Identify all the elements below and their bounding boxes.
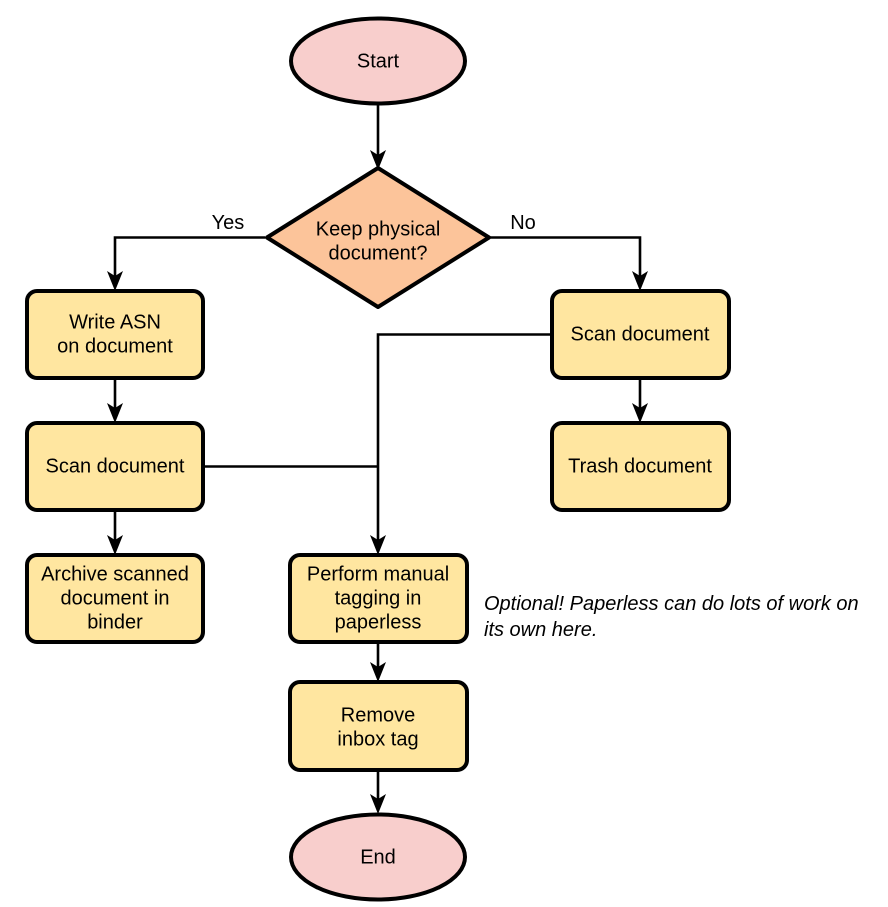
edge-scan-right-to-manual-tagging <box>370 333 552 555</box>
edge-label-no: No <box>510 212 536 234</box>
trash-document-box[interactable] <box>550 421 731 512</box>
node-trash-document-label: Trash document <box>568 455 712 477</box>
scan-document-right-box[interactable] <box>550 289 731 380</box>
node-scan-document-right-label: Scan document <box>571 323 710 345</box>
remove-inbox-tag-box[interactable] <box>288 680 469 772</box>
node-start-label: Start <box>357 50 400 72</box>
node-write-asn-line1: Write ASN <box>69 311 161 333</box>
scan-document-left-box[interactable] <box>25 421 205 512</box>
node-end-label: End <box>360 846 396 868</box>
node-keep-physical-line2: document? <box>329 242 428 264</box>
node-archive-line1: Archive scanned <box>41 563 189 585</box>
node-write-asn[interactable]: Write ASN on document <box>25 289 205 380</box>
node-scan-document-left[interactable]: Scan document <box>25 421 205 512</box>
node-keep-physical-document[interactable]: Keep physical document? <box>265 166 491 309</box>
node-keep-physical-line1: Keep physical <box>316 218 441 240</box>
edge-write-asn-to-scan-left <box>107 378 123 423</box>
edge-manual-tagging-to-remove-inbox-tag <box>370 642 386 682</box>
edge-label-yes: Yes <box>212 212 245 234</box>
edge-decision-yes-to-write-asn <box>107 236 265 291</box>
end-ellipse[interactable] <box>289 812 467 902</box>
optional-note-line1: Optional! Paperless can do lots of work … <box>484 593 859 615</box>
node-scan-document-right[interactable]: Scan document <box>550 289 731 380</box>
edge-start-to-decision <box>370 104 386 170</box>
manual-tagging-box[interactable] <box>288 553 469 644</box>
optional-note-line2: its own here. <box>484 619 597 641</box>
node-write-asn-line2: on document <box>57 335 173 357</box>
node-archive-scanned-document[interactable]: Archive scanned document in binder <box>25 553 205 644</box>
node-remove-inbox-tag[interactable]: Remove inbox tag <box>288 680 469 772</box>
node-manual-tagging[interactable]: Perform manual tagging in paperless <box>288 553 469 644</box>
node-archive-line3: binder <box>87 611 143 633</box>
archive-binder-box[interactable] <box>25 553 205 644</box>
node-scan-document-left-label: Scan document <box>46 455 185 477</box>
node-start[interactable]: Start <box>289 16 467 106</box>
node-archive-line2: document in <box>61 587 170 609</box>
node-trash-document[interactable]: Trash document <box>550 421 731 512</box>
node-manual-tagging-line3: paperless <box>335 611 422 633</box>
node-manual-tagging-line2: tagging in <box>335 587 422 609</box>
edge-decision-no-to-scan-right <box>490 236 648 291</box>
edge-remove-inbox-tag-to-end <box>370 770 386 814</box>
optional-note: Optional! Paperless can do lots of work … <box>484 593 859 641</box>
decision-diamond[interactable] <box>265 166 491 309</box>
node-remove-inbox-tag-line1: Remove <box>341 704 415 726</box>
start-ellipse[interactable] <box>289 16 467 106</box>
edge-scan-right-to-trash <box>632 378 648 423</box>
node-manual-tagging-line1: Perform manual <box>307 563 449 585</box>
edge-scan-left-to-archive <box>107 510 123 555</box>
write-asn-box[interactable] <box>25 289 205 380</box>
node-end[interactable]: End <box>289 812 467 902</box>
node-remove-inbox-tag-line2: inbox tag <box>337 728 418 750</box>
